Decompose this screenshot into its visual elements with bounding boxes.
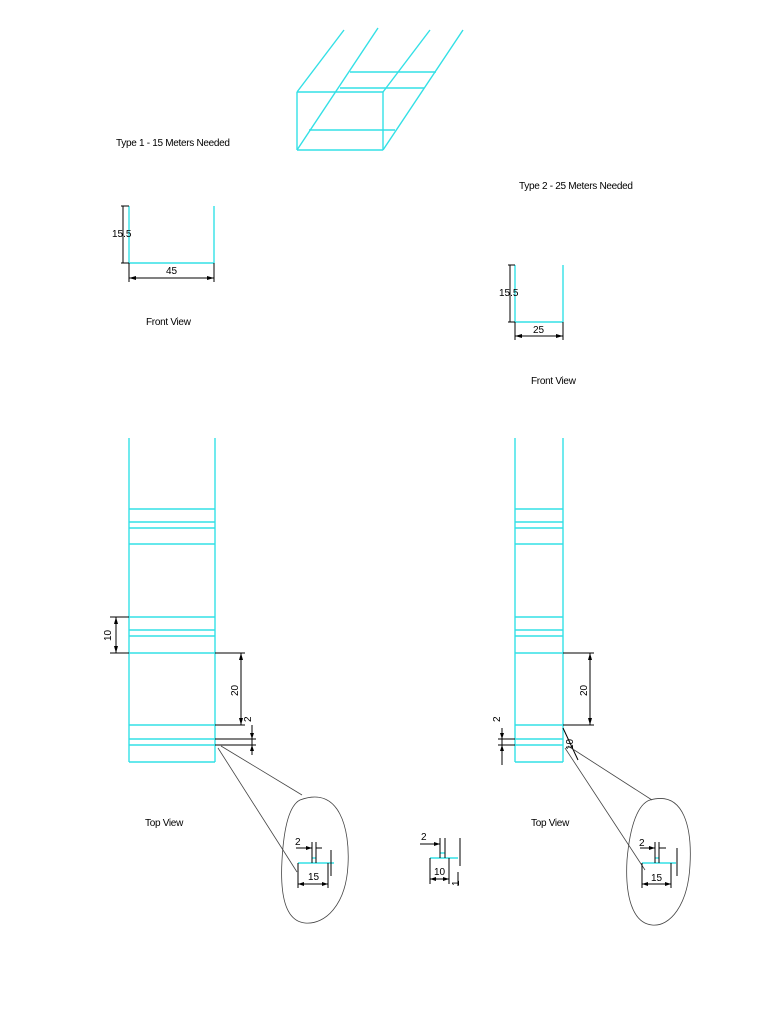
type1-front-view-label: Front View <box>146 317 192 328</box>
type2-thickness-label: 2 <box>492 716 503 722</box>
type2-gap-label: 20 <box>579 684 590 696</box>
detail2-thickness-label: 2 <box>639 838 645 849</box>
type1-front-view <box>121 205 215 282</box>
type2-height-label: 15.5 <box>499 288 519 299</box>
type1-top-view-label: Top View <box>145 818 184 829</box>
type2-front-view-label: Front View <box>531 376 577 387</box>
isometric-sketch <box>296 27 464 151</box>
type1-width-label: 45 <box>166 266 178 277</box>
type1-gap-label: 20 <box>230 684 241 696</box>
type2-front-view <box>508 264 564 340</box>
detail-bubble-2 <box>626 798 691 926</box>
detail-mid-length-label: 10 <box>434 867 446 878</box>
detail1-length-label: 15 <box>308 872 320 883</box>
type1-spacing-label: 10 <box>103 629 114 641</box>
type1-title: Type 1 - 15 Meters Needed <box>116 138 230 149</box>
type1-height-label: 15.5 <box>112 229 132 240</box>
detail-mid <box>420 838 461 886</box>
type1-thickness-label: 2 <box>243 716 254 722</box>
type2-top-view <box>498 438 653 871</box>
type2-spacing-label: 10 <box>565 738 576 750</box>
type2-title: Type 2 - 25 Meters Needed <box>519 181 633 192</box>
type2-width-label: 25 <box>533 325 545 336</box>
detail-bubble-1 <box>281 796 349 924</box>
type1-top-view <box>110 438 303 873</box>
detail1-thickness-label: 2 <box>295 837 301 848</box>
type2-top-view-label: Top View <box>531 818 570 829</box>
detail2-length-label: 15 <box>651 873 663 884</box>
detail-mid-thickness-label: 2 <box>421 832 427 843</box>
detail-mid-end-label: 1 <box>451 880 462 886</box>
